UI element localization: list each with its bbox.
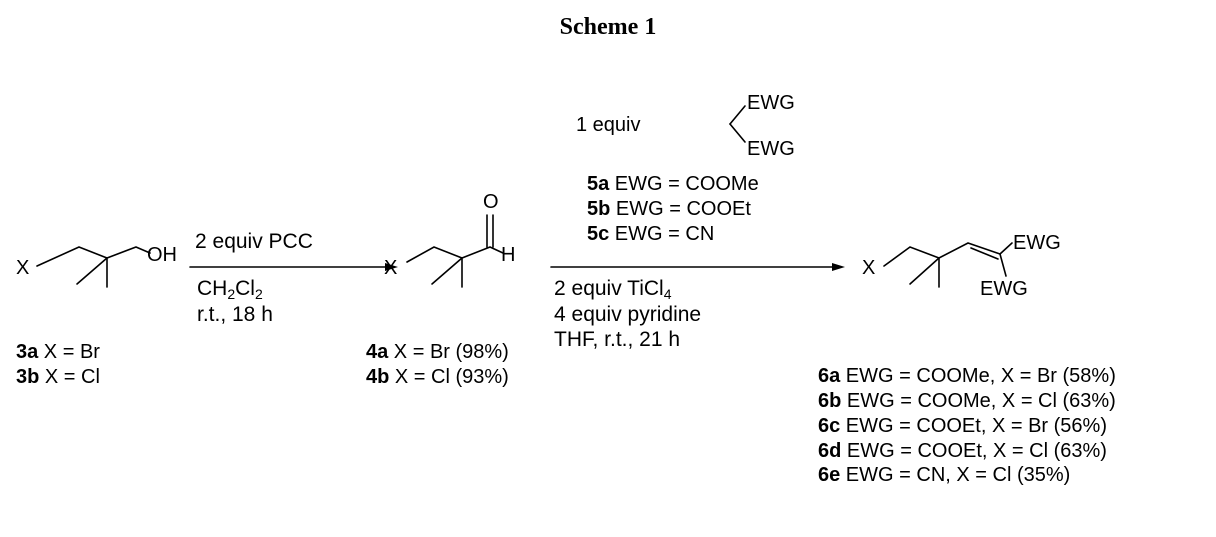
compound-6d-label: 6d EWG = COOEt, X = Cl (63%) (818, 440, 1107, 462)
compound-4b-label: 4b X = Cl (93%) (366, 366, 509, 388)
arrowhead-step1 (385, 263, 398, 271)
step2-base: 4 equiv pyridine (554, 303, 702, 326)
compound-3a-label: 3a X = Br (16, 341, 100, 363)
compound-6c-label: 6c EWG = COOEt, X = Br (56%) (818, 415, 1107, 437)
atom-oh-3: OH (147, 244, 177, 266)
atom-x-4: X (384, 257, 398, 279)
atom-ewg-malonate-bottom: EWG (747, 138, 795, 160)
atom-x-3: X (16, 257, 30, 279)
structure-4 (406, 214, 504, 288)
atom-ewg-6-top: EWG (1013, 232, 1061, 254)
step1-reagent: 2 equiv PCC (195, 230, 313, 253)
atom-h-4: H (501, 244, 516, 266)
compound-6b-label: 6b EWG = COOMe, X = Cl (63%) (818, 390, 1116, 412)
atom-o-4: O (483, 191, 499, 213)
compound-6e-label: 6e EWG = CN, X = Cl (35%) (818, 464, 1071, 486)
step1-conditions: r.t., 18 h (197, 303, 273, 326)
step1-solvent: CH2Cl2 (197, 277, 263, 302)
compound-6a-label: 6a EWG = COOMe, X = Br (58%) (818, 365, 1116, 387)
atom-x-6: X (862, 257, 876, 279)
reagent-5b: 5b EWG = COOEt (587, 198, 751, 220)
atom-ewg-malonate-top: EWG (747, 92, 795, 114)
step2-ticl4: 2 equiv TiCl4 (554, 277, 672, 302)
reagent-equiv-label: 1 equiv (576, 114, 641, 136)
compound-3b-label: 3b X = Cl (16, 366, 100, 388)
structure-malonate (729, 105, 746, 143)
scheme-title: Scheme 1 (559, 14, 657, 40)
atom-ewg-6-bottom: EWG (980, 278, 1028, 300)
step2-conditions: THF, r.t., 21 h (554, 328, 681, 351)
structure-6 (883, 242, 1013, 288)
arrowhead-step2 (832, 263, 845, 271)
reagent-5a: 5a EWG = COOMe (587, 173, 759, 195)
compound-4a-label: 4a X = Br (98%) (366, 341, 509, 363)
reagent-5c: 5c EWG = CN (587, 223, 715, 245)
structure-3 (36, 246, 151, 288)
